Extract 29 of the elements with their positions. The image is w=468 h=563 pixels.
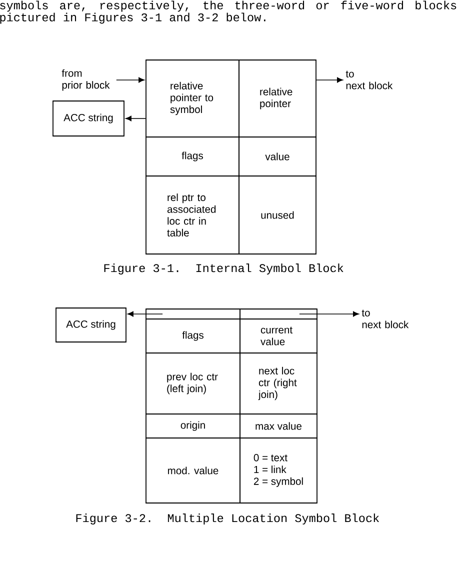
- arrow: [116, 77, 144, 83]
- paragraph: symbols are, respectively, the three-word or five-word blocks pictured in Figures 3-1 and 3-2 below.: [0, 0, 456, 24]
- table-cell: relative pointer: [238, 60, 316, 138]
- text-label: to next block: [346, 70, 393, 90]
- table-cell: flags: [146, 136, 240, 176]
- text-label: from prior block: [62, 69, 110, 91]
- table-cell: relative pointer to symbol: [146, 60, 240, 138]
- figure-caption: Figure 3-1. Internal Symbol Block: [104, 264, 344, 274]
- table-cell: [146, 308, 240, 320]
- table-cell: flags: [146, 318, 240, 354]
- labeled-box: ACC string: [52, 100, 124, 136]
- table-cell: value: [238, 136, 316, 176]
- text-label: to next block: [362, 310, 409, 328]
- table-cell: next loc ctr (right join): [240, 352, 318, 414]
- table-cell: current value: [240, 318, 318, 354]
- table-cell: unused: [238, 176, 316, 254]
- figure-caption: Figure 3-2. Multiple Location Symbol Block: [76, 514, 380, 524]
- table-cell: max value: [240, 414, 318, 438]
- table-cell: 0 = text 1 = link 2 = symbol: [240, 438, 318, 504]
- table-cell: origin: [146, 414, 240, 438]
- table-cell: prev loc ctr (left join): [146, 352, 240, 414]
- arrow: [299, 311, 359, 317]
- arrow: [128, 311, 163, 317]
- table-cell: [240, 308, 318, 320]
- table-cell: rel ptr to associated loc ctr in table: [146, 176, 240, 254]
- labeled-box: ACC string: [56, 308, 126, 342]
- arrow: [126, 116, 146, 122]
- arrow: [316, 77, 343, 83]
- table-cell: mod. value: [146, 438, 240, 504]
